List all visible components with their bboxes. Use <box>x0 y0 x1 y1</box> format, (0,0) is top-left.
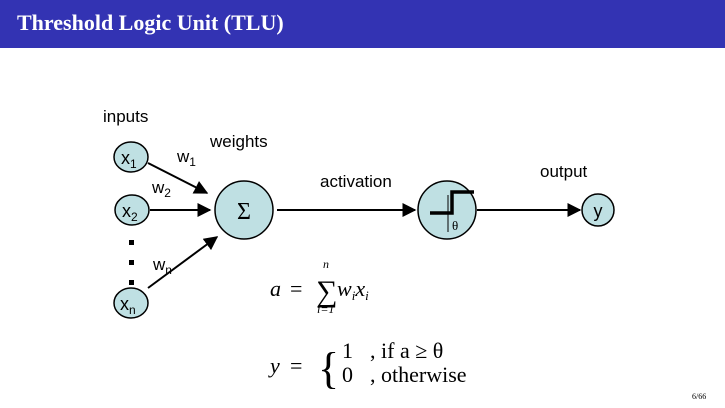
inputs-label: inputs <box>103 107 148 126</box>
input-node-xn: xn <box>113 287 149 319</box>
step-function-icon <box>430 190 474 215</box>
svg-text:y: y <box>268 353 280 378</box>
threshold-symbol: θ <box>452 218 458 233</box>
title-bar: Threshold Logic Unit (TLU) <box>0 0 725 48</box>
input-ellipsis <box>129 240 134 285</box>
weights-label: weights <box>209 132 268 151</box>
page-number: 6/66 <box>692 392 707 401</box>
output-label: output <box>540 162 588 181</box>
svg-text:n: n <box>323 257 329 271</box>
svg-text:=: = <box>290 353 302 378</box>
input-node-x1: x1 <box>113 141 149 173</box>
output-symbol: y <box>594 201 603 221</box>
weight-w1: w1 <box>176 147 196 169</box>
slide-title: Threshold Logic Unit (TLU) <box>17 10 284 35</box>
summation-node: Σ <box>214 180 274 240</box>
svg-text:∑: ∑ <box>316 275 337 308</box>
edge-x1-sum <box>147 162 209 194</box>
svg-text:0: 0 <box>342 362 353 387</box>
svg-text:a: a <box>270 276 281 301</box>
activation-node: θ <box>417 180 477 240</box>
svg-text:1: 1 <box>342 338 353 363</box>
output-node: y <box>581 193 615 227</box>
weight-wn: wn <box>152 255 172 277</box>
svg-text:, otherwise: , otherwise <box>370 362 467 387</box>
edge-xn-sum <box>147 236 219 289</box>
svg-text:{: { <box>318 344 339 393</box>
activation-equation: a = n ∑ i=1 wixi <box>270 257 369 316</box>
output-equation: y = { 1 , if a ≥ θ 0 , otherwise <box>268 338 467 393</box>
activation-label: activation <box>320 172 392 191</box>
svg-text:=: = <box>290 276 302 301</box>
svg-text:xn: xn <box>120 294 136 317</box>
sum-symbol: Σ <box>237 199 251 225</box>
input-node-x2: x2 <box>114 194 150 226</box>
svg-text:wixi: wixi <box>337 276 369 303</box>
svg-text:, if a ≥ θ: , if a ≥ θ <box>370 338 443 363</box>
svg-text:i=1: i=1 <box>317 302 334 316</box>
weight-w2: w2 <box>151 178 171 200</box>
svg-text:x1: x1 <box>121 148 137 171</box>
svg-text:x2: x2 <box>122 201 138 224</box>
